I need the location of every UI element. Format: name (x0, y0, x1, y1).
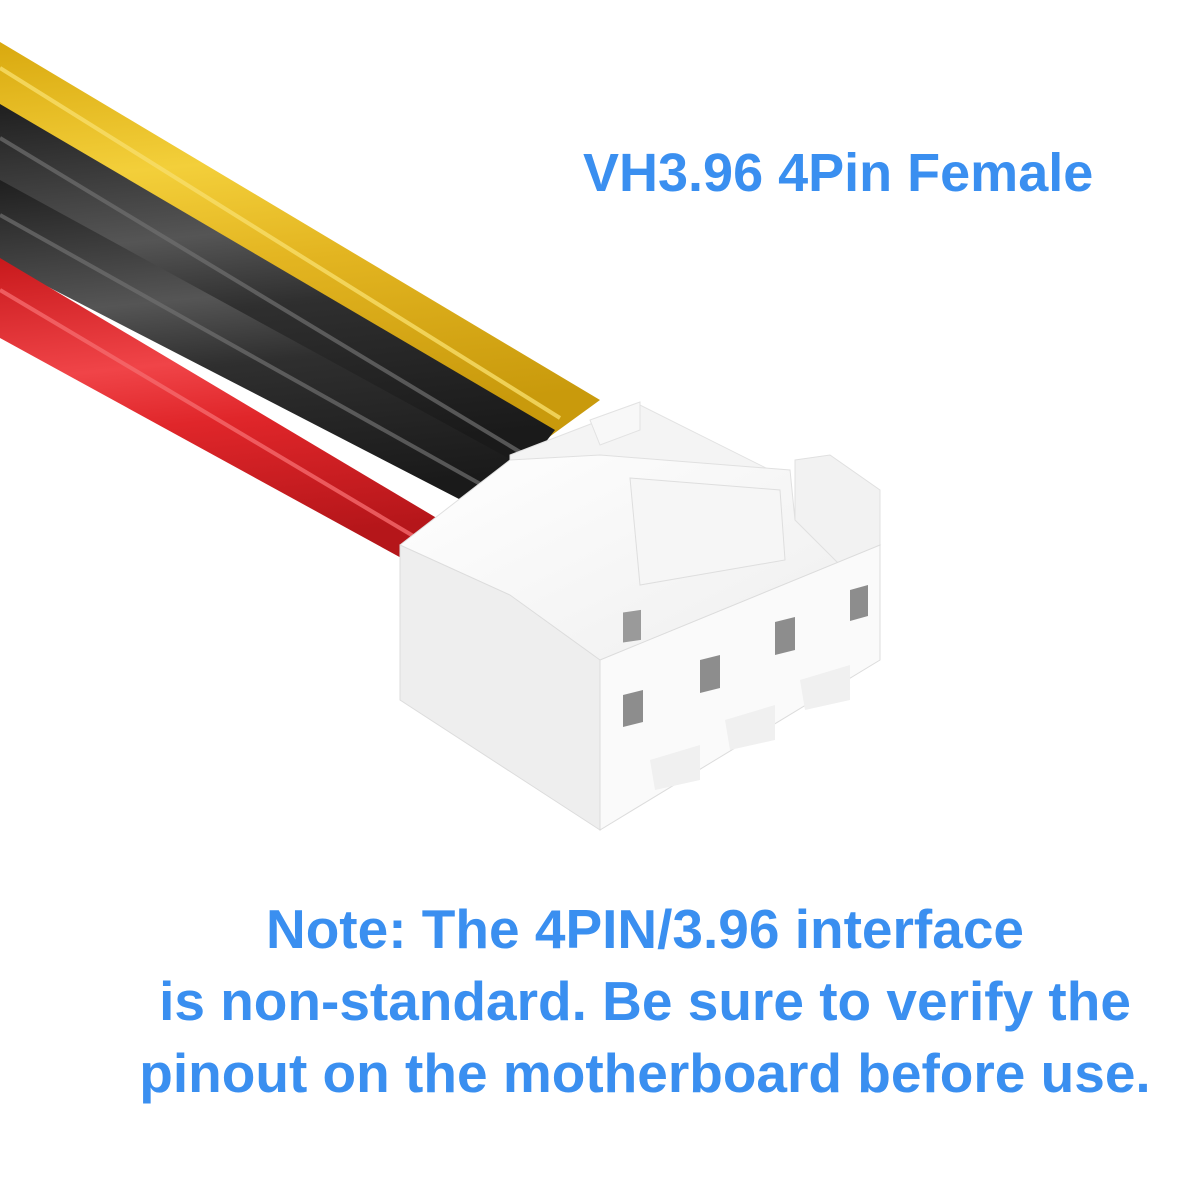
note-line-3: pinout on the motherboard before use. (139, 1042, 1151, 1104)
wire-black-2 (0, 180, 530, 515)
compatibility-note: Note: The 4PIN/3.96 interface is non-sta… (0, 893, 1200, 1109)
pin-holes (623, 585, 868, 727)
connector-housing (399, 401, 882, 831)
note-line-2: is non-standard. Be sure to verify the (159, 970, 1131, 1032)
note-line-1: Note: The 4PIN/3.96 interface (265, 898, 1025, 960)
wire-bundle (0, 42, 600, 560)
product-title: VH3.96 4Pin Female (583, 143, 1094, 203)
wire-yellow (0, 42, 600, 440)
wire-black-1 (0, 104, 555, 475)
